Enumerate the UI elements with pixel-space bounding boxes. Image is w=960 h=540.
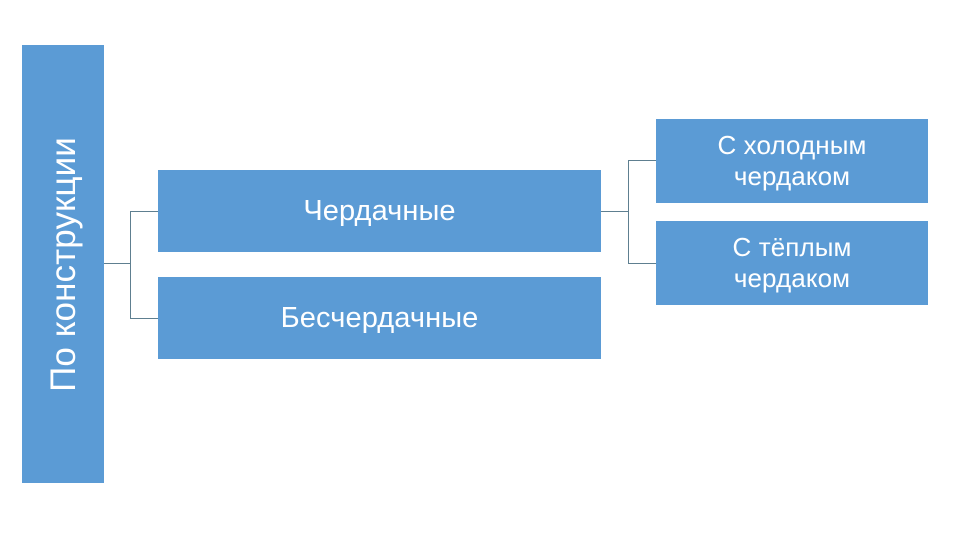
- node-s-holodnym-cherdakom-label: С холодным чердаком: [717, 130, 866, 191]
- node-bescherdachnye-label: Бесчердачные: [280, 301, 479, 334]
- node-s-teplym-cherdakom-line1: С тёплым: [732, 232, 852, 263]
- node-s-holodnym-cherdakom[interactable]: С холодным чердаком: [656, 119, 928, 203]
- connector-cherdachnye-stub: [601, 211, 629, 212]
- node-bescherdachnye[interactable]: Бесчердачные: [158, 277, 601, 359]
- connector-root-to-bescherdachnye: [130, 318, 159, 319]
- node-s-holodnym-cherdakom-line2: чердаком: [733, 161, 851, 191]
- node-cherdachnye[interactable]: Чердачные: [158, 170, 601, 252]
- connector-root-to-cherdachnye: [130, 211, 159, 212]
- connector-cherdachnye-to-holodnym: [628, 160, 657, 161]
- node-s-holodnym-cherdakom-line1: С холодным: [717, 130, 867, 161]
- connector-cherdachnye-to-teplym: [628, 263, 657, 264]
- root-node-label: По конструкции: [43, 136, 83, 392]
- node-cherdachnye-label: Чердачные: [303, 194, 456, 227]
- node-s-teplym-cherdakom[interactable]: С тёплым чердаком: [656, 221, 928, 305]
- connector-cherdachnye-spine: [628, 160, 629, 263]
- node-s-teplym-cherdakom-label: С тёплым чердаком: [733, 232, 852, 293]
- connector-root-spine: [130, 211, 131, 318]
- root-node-po-konstruktsii[interactable]: По конструкции: [22, 45, 104, 483]
- node-s-teplym-cherdakom-line2: чердаком: [733, 263, 851, 293]
- connector-root-stub: [104, 263, 131, 264]
